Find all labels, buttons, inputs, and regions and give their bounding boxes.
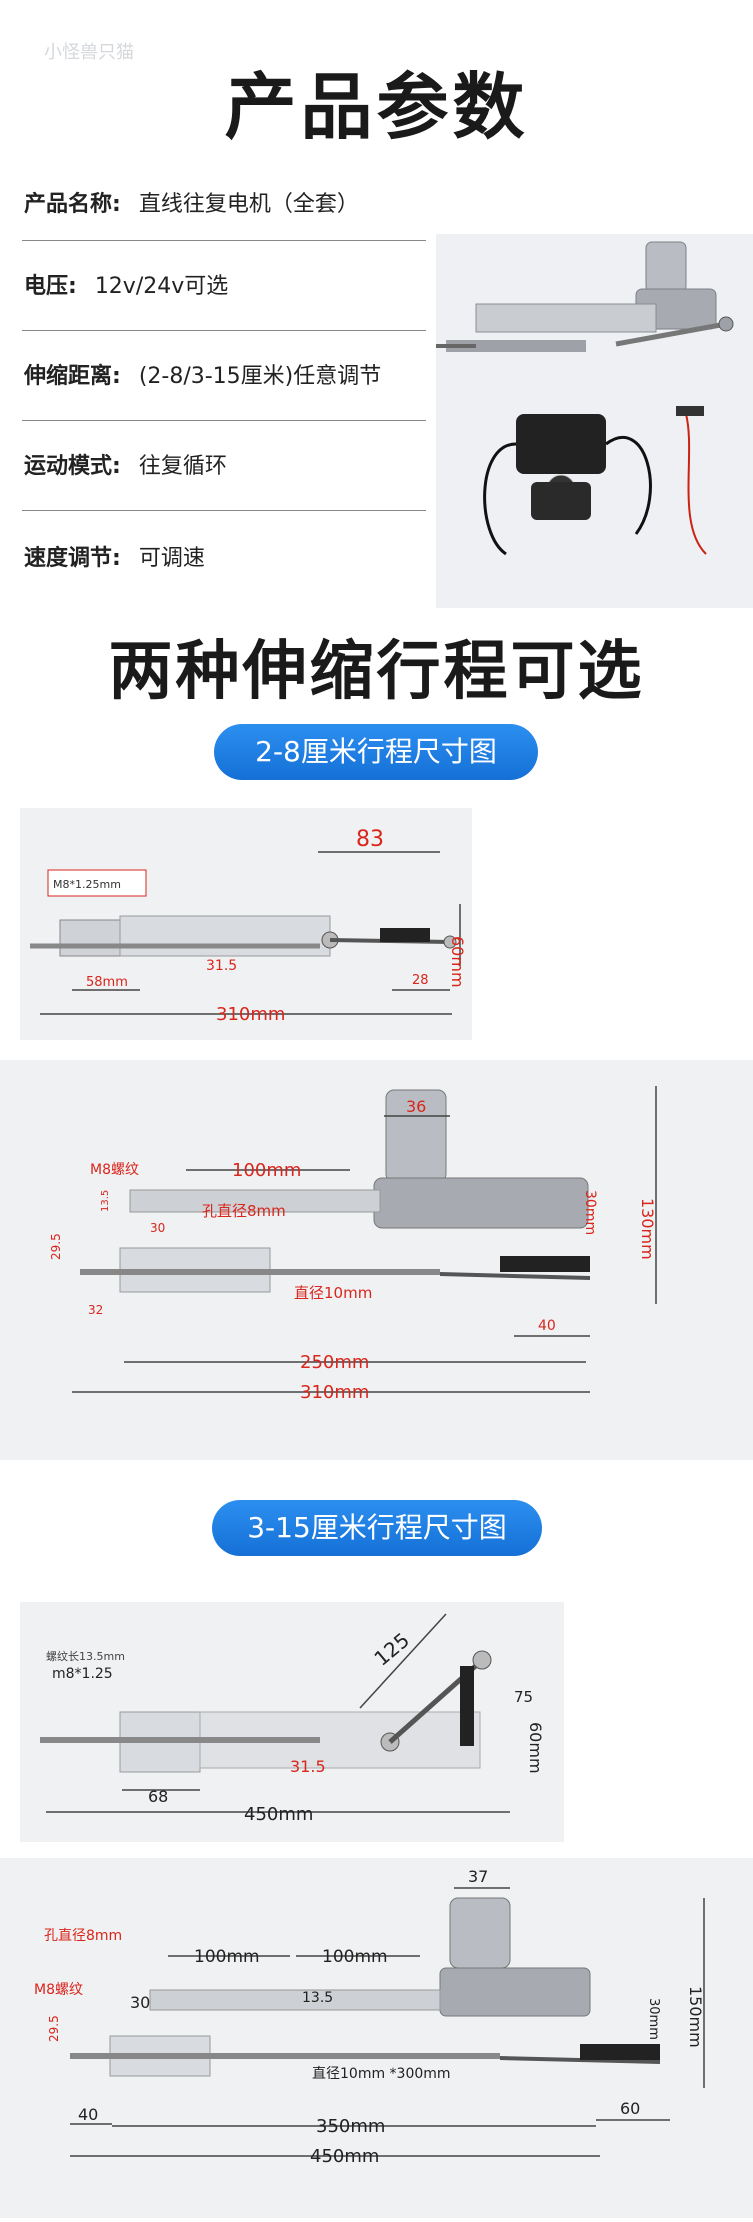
dim-450: 450mm xyxy=(310,2146,379,2167)
watermark: 小怪兽只猫 xyxy=(44,42,134,63)
dim-130: 130mm xyxy=(638,1198,657,1260)
dim-350: 350mm xyxy=(316,2116,385,2137)
diagram2-side-drawing: 37 孔直径8mm 100mm 100mm 150mm M8螺纹 30 13.5… xyxy=(34,1867,705,2167)
dim-36: 36 xyxy=(406,1097,426,1116)
dim-60: 60mm xyxy=(448,936,467,988)
diagram1-top-drawing: M8*1.25mm 83 60mm 31.5 58mm 28 310mm xyxy=(30,827,467,1025)
dim-37: 37 xyxy=(468,1867,488,1886)
dim-thread: M8螺纹 xyxy=(90,1162,139,1178)
dim-28: 28 xyxy=(412,973,429,988)
divider xyxy=(22,330,426,331)
spec-value: 直线往复电机（全套） xyxy=(138,192,359,217)
dim-60: 60mm xyxy=(526,1722,545,1774)
spec-label: 产品名称: xyxy=(24,192,121,217)
dim-30: 30 xyxy=(150,1221,165,1235)
diagram2-side: 37 孔直径8mm 100mm 100mm 150mm M8螺纹 30 13.5… xyxy=(0,1858,753,2218)
product-photo xyxy=(436,234,753,608)
dim-thread: m8*1.25 xyxy=(52,1666,113,1682)
spec-label: 运动模式: xyxy=(24,454,121,479)
dim-135: 13.5 xyxy=(302,1990,333,2006)
dim-310: 310mm xyxy=(300,1382,369,1403)
dim-83: 83 xyxy=(356,827,384,852)
hole-label: 孔直径8mm xyxy=(44,1927,122,1944)
dim-60: 60 xyxy=(620,2099,640,2118)
product-illustration xyxy=(436,234,753,608)
dim-450: 450mm xyxy=(244,1804,313,1825)
divider xyxy=(22,510,426,511)
dim-30r: 30mm xyxy=(646,1998,661,2040)
dim-31: 31.5 xyxy=(206,958,237,974)
dim-310: 310mm xyxy=(216,1004,285,1025)
dim-30r: 30mm xyxy=(582,1190,598,1235)
hole-label: 孔直径8mm xyxy=(202,1202,286,1220)
spec-value: 12v/24v可选 xyxy=(94,274,229,299)
section-title: 两种伸缩行程可选 xyxy=(108,635,645,709)
dim-100a: 100mm xyxy=(194,1947,260,1967)
dim-30: 30 xyxy=(130,1993,150,2012)
spec-value: 可调速 xyxy=(138,546,205,571)
diagram1-side: M8螺纹 100mm 36 130mm 30mm 13.5 30 孔直径8mm … xyxy=(0,1060,753,1460)
shaft-label: 直径10mm xyxy=(294,1284,372,1302)
divider xyxy=(22,420,426,421)
diagram1-top: M8*1.25mm 83 60mm 31.5 58mm 28 310mm xyxy=(20,808,472,1040)
spec-label: 电压: xyxy=(24,274,77,299)
shaft-label: 直径10mm *300mm xyxy=(312,2065,451,2082)
dim-40: 40 xyxy=(78,2105,98,2124)
spec-value: (2-8/3-15厘米)任意调节 xyxy=(138,364,382,389)
dim-295: 29.5 xyxy=(47,2015,61,2042)
dim-135: 13.5 xyxy=(100,1190,111,1212)
spec-row-voltage: 电压: 12v/24v可选 xyxy=(24,240,424,328)
dim-100b: 100mm xyxy=(322,1947,388,1967)
dim-250: 250mm xyxy=(300,1352,369,1373)
spec-row-speed: 速度调节: 可调速 xyxy=(24,512,424,600)
dim-32: 32 xyxy=(88,1303,103,1317)
stroke-3-15-label: 3-15厘米行程尺寸图 xyxy=(212,1500,542,1556)
dim-68: 68 xyxy=(148,1787,168,1806)
dim-100: 100mm xyxy=(232,1160,301,1181)
stroke-2-8-label: 2-8厘米行程尺寸图 xyxy=(214,724,538,780)
spec-row-mode: 运动模式: 往复循环 xyxy=(24,420,424,508)
diagram1-side-drawing: M8螺纹 100mm 36 130mm 30mm 13.5 30 孔直径8mm … xyxy=(49,1086,657,1403)
dim-thread: M8螺纹 xyxy=(34,1982,83,1998)
thread-length: 螺纹长13.5mm xyxy=(46,1649,125,1663)
spec-value: 往复循环 xyxy=(138,454,227,479)
spec-row-name: 产品名称: 直线往复电机（全套） xyxy=(24,158,424,246)
dim-125: 125 xyxy=(369,1628,414,1671)
diagram2-top-drawing: 螺纹长13.5mm m8*1.25 125 75 60mm 31.5 68 45… xyxy=(40,1613,545,1825)
spec-title: 产品参数 xyxy=(224,65,529,149)
dim-295: 29.5 xyxy=(49,1233,63,1260)
divider xyxy=(22,240,426,241)
dim-58: 58mm xyxy=(86,975,128,990)
spec-row-stroke: 伸缩距离: (2-8/3-15厘米)任意调节 xyxy=(24,330,424,418)
dim-40: 40 xyxy=(538,1318,556,1334)
dim-75: 75 xyxy=(514,1688,533,1706)
spec-label: 速度调节: xyxy=(24,546,121,571)
spec-label: 伸缩距离: xyxy=(24,364,121,389)
dim-31: 31.5 xyxy=(290,1757,326,1776)
dim-thread: M8*1.25mm xyxy=(53,878,121,891)
diagram2-top: 螺纹长13.5mm m8*1.25 125 75 60mm 31.5 68 45… xyxy=(20,1602,564,1842)
dim-150: 150mm xyxy=(686,1986,705,2048)
